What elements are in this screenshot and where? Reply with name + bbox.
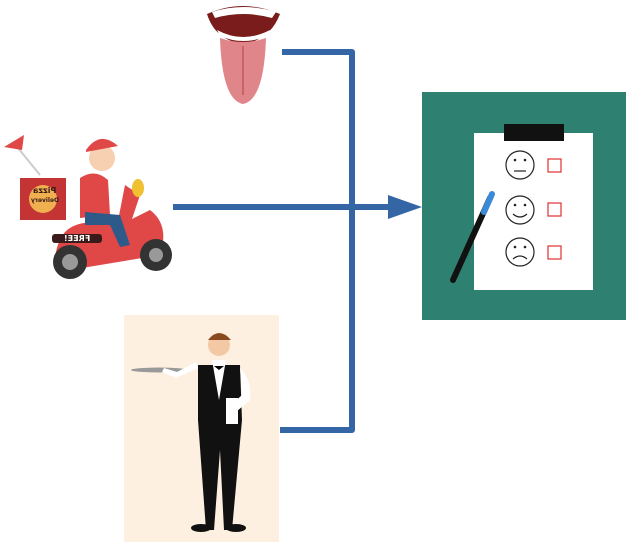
neutral-face-icon: [505, 150, 535, 180]
scooter-free-text: FREE!: [63, 234, 91, 243]
checkbox-happy: [547, 202, 562, 217]
delivery-box-text: Delivery: [30, 197, 59, 204]
checkbox-sad: [547, 245, 562, 260]
pizza-box-text: Pizza: [33, 186, 57, 195]
survey-clipboard-illustration: [422, 92, 626, 320]
pizza-delivery-illustration: [4, 135, 172, 279]
taste-connector: [280, 49, 355, 433]
connector-lines: [173, 49, 392, 433]
arrow-head: [388, 195, 422, 219]
happy-face-icon: [505, 195, 535, 225]
sad-face-icon: [505, 237, 535, 267]
checkbox-neutral: [547, 158, 562, 173]
mouth-tongue-illustration: [207, 6, 280, 104]
waiter-illustration: [124, 315, 279, 542]
